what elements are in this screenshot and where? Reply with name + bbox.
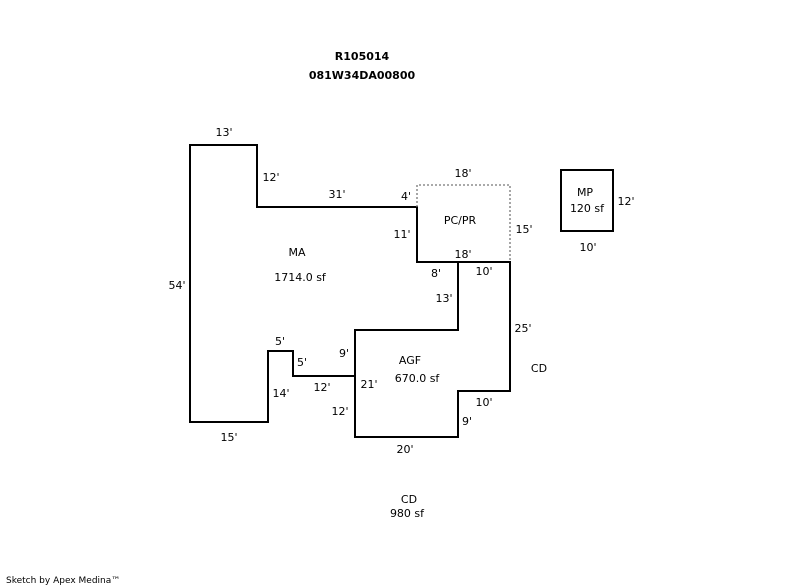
ma-label: MA [288, 246, 305, 259]
cd-total-area: 980 sf [390, 507, 425, 520]
dim-ma-bottom: 15' [220, 431, 237, 444]
parcel-id: R105014 [335, 50, 390, 63]
pcpr-dashed-outline [416, 184, 511, 262]
dim-cd-right: 25' [514, 322, 531, 335]
dim-pc-left-top: 4' [401, 190, 411, 203]
pcpr-label: PC/PR [444, 214, 477, 227]
dim-ma-left: 54' [168, 279, 185, 292]
dim-cd-step: 10' [475, 396, 492, 409]
dim-agf-bottom: 20' [396, 443, 413, 456]
dim-pc-bottom: 18' [454, 248, 471, 261]
dim-mp-height: 12' [617, 195, 634, 208]
dim-ma-inner-short: 5' [297, 356, 307, 369]
dim-agf-left: 21' [360, 378, 377, 391]
dim-ma-inner-run: 12' [313, 381, 330, 394]
mp-outline [560, 169, 614, 232]
dim-ma-top: 13' [215, 126, 232, 139]
dim-agf-left-upper: 9' [339, 347, 349, 360]
dim-mp-width: 10' [579, 241, 596, 254]
dim-cd-top: 10' [475, 265, 492, 278]
dim-agf-right-short: 9' [462, 415, 472, 428]
ma-area: 1714.0 sf [274, 271, 327, 284]
dim-ma-upper-run: 31' [328, 188, 345, 201]
cd-side-label: CD [531, 362, 547, 375]
mp-area: 120 sf [570, 202, 605, 215]
dim-notch-top: 8' [431, 267, 441, 280]
dim-ma-step-down: 12' [262, 171, 279, 184]
dim-ma-inner-down: 14' [272, 387, 289, 400]
agf-area: 670.0 sf [395, 372, 441, 385]
sketch-credit: Sketch by Apex Medina™ [6, 576, 120, 586]
cd-total-label: CD [401, 493, 417, 506]
agf-outline [354, 261, 511, 438]
dim-pc-right: 15' [515, 223, 532, 236]
dim-agf-left-lower: 12' [331, 405, 348, 418]
agf-label: AGF [399, 354, 421, 367]
dim-notch-down: 13' [435, 292, 452, 305]
map-number: 081W34DA00800 [309, 69, 416, 82]
dim-ma-inner-top: 5' [275, 335, 285, 348]
mp-label: MP [577, 186, 593, 199]
dim-pc-top: 18' [454, 167, 471, 180]
dim-pc-left-lower: 11' [393, 228, 410, 241]
